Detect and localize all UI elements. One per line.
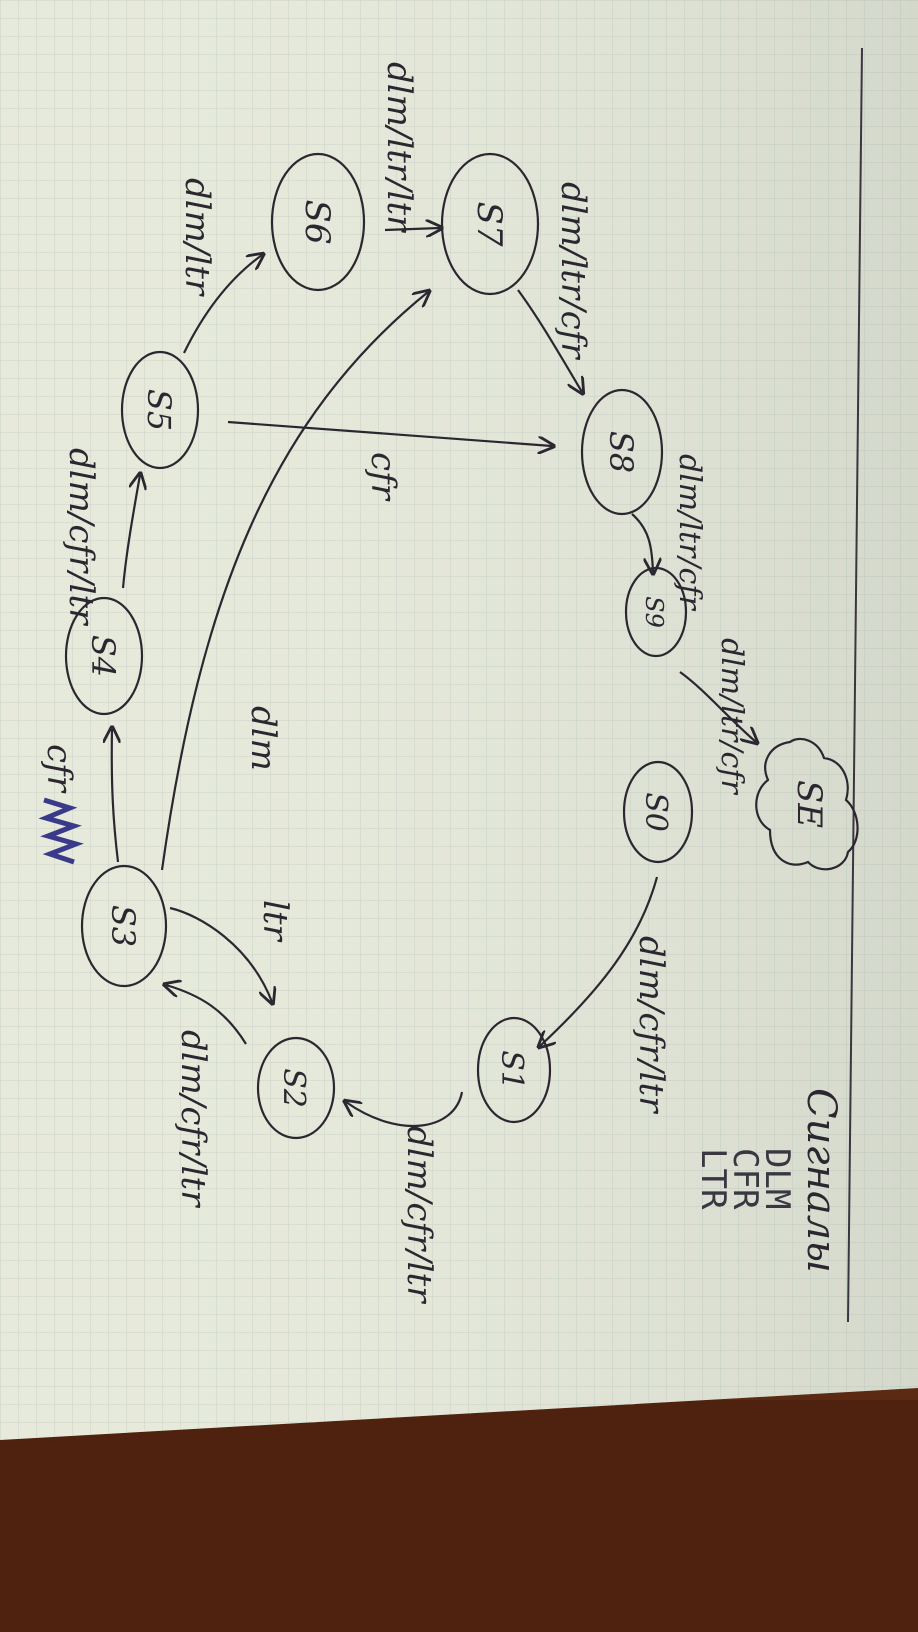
edge-label-s3-s2: ltr bbox=[255, 900, 295, 943]
legend-signal-dlm: DLM bbox=[757, 1148, 797, 1209]
state-label-s2: S2 bbox=[276, 1068, 311, 1108]
state-label-s7: S7 bbox=[469, 202, 509, 247]
edge-s5-s8 bbox=[227, 420, 552, 446]
edge-label-s3-s7: dlm bbox=[243, 706, 283, 771]
edge-s3-s7 bbox=[160, 292, 428, 871]
state-s2: S2 bbox=[256, 1036, 336, 1140]
edge-s1-s2 bbox=[346, 1091, 464, 1128]
state-s7: S7 bbox=[440, 152, 540, 296]
state-label-s1: S1 bbox=[494, 1050, 529, 1090]
edge-label-s3-s4: cfr bbox=[39, 744, 79, 794]
state-s0: S0 bbox=[622, 760, 694, 864]
edge-s8-s9 bbox=[631, 513, 653, 572]
state-label-s9: S9 bbox=[640, 596, 668, 628]
edge-label-s7-s8: dlm/ltr/cfr bbox=[553, 182, 593, 360]
edge-label-s6-s7: dlm/ltr/ltr bbox=[379, 62, 419, 233]
edge-label-s4-s5: dlm/cfr/ltr bbox=[61, 448, 101, 626]
state-s3: S3 bbox=[80, 864, 168, 988]
edge-label-s5-s8: cfr bbox=[363, 452, 403, 502]
state-s8: S8 bbox=[580, 388, 664, 516]
transition-labels: dlm/cfr/ltr dlm/cfr/ltr dlm/cfr/ltr ltr … bbox=[39, 62, 749, 1304]
edge-s3-s2 bbox=[169, 906, 272, 1002]
state-sE: SE bbox=[755, 737, 859, 871]
legend-title: Сигналы bbox=[798, 1088, 844, 1273]
edge-s7-s8 bbox=[517, 289, 582, 392]
state-s5: S5 bbox=[120, 350, 200, 470]
state-label-s0: S0 bbox=[638, 792, 673, 832]
edge-s3-s4 bbox=[112, 729, 118, 863]
state-s6: S6 bbox=[270, 152, 366, 292]
edge-s5-s6 bbox=[183, 255, 262, 354]
state-label-sE: SE bbox=[789, 780, 829, 828]
state-s1: S1 bbox=[476, 1016, 552, 1124]
transition-edges bbox=[112, 228, 756, 1128]
edge-label-s9-sE: dlm/ltr/cfr bbox=[714, 638, 749, 795]
edge-s9-sE bbox=[679, 671, 756, 742]
state-label-s3: S3 bbox=[104, 905, 142, 947]
edge-label-s1-s2: dlm/cfr/ltr bbox=[399, 1126, 439, 1304]
edge-label-s0-s1: dlm/cfr/ltr bbox=[631, 936, 671, 1114]
edge-s2-s3 bbox=[166, 985, 247, 1045]
edge-s0-s1 bbox=[540, 876, 659, 1046]
state-s9: S9 bbox=[624, 566, 688, 658]
state-label-s5: S5 bbox=[140, 389, 178, 431]
legend-signal-ltr: LTR bbox=[693, 1148, 733, 1210]
state-label-s4: S4 bbox=[84, 635, 122, 677]
margin-line bbox=[847, 47, 863, 1323]
edge-label-s8-s9: dlm/ltr/cfr bbox=[672, 454, 707, 611]
edge-label-s2-s3: dlm/cfr/ltr bbox=[173, 1030, 213, 1208]
legend-signal-cfr: CFR bbox=[725, 1148, 765, 1210]
edge-s4-s5 bbox=[121, 475, 140, 589]
ink-scribble bbox=[38, 797, 84, 865]
state-nodes: SE S0 S1 S2 S3 S4 S5 S6 bbox=[64, 152, 859, 1140]
notebook-page bbox=[0, 0, 918, 1440]
state-label-s8: S8 bbox=[602, 431, 640, 473]
signal-legend: Сигналы DLM CFR LTR bbox=[693, 1088, 844, 1273]
state-label-s6: S6 bbox=[297, 200, 337, 245]
edge-label-s5-s6: dlm/ltr bbox=[177, 178, 217, 297]
state-s4: S4 bbox=[64, 596, 144, 716]
edge-s6-s7 bbox=[384, 228, 440, 230]
